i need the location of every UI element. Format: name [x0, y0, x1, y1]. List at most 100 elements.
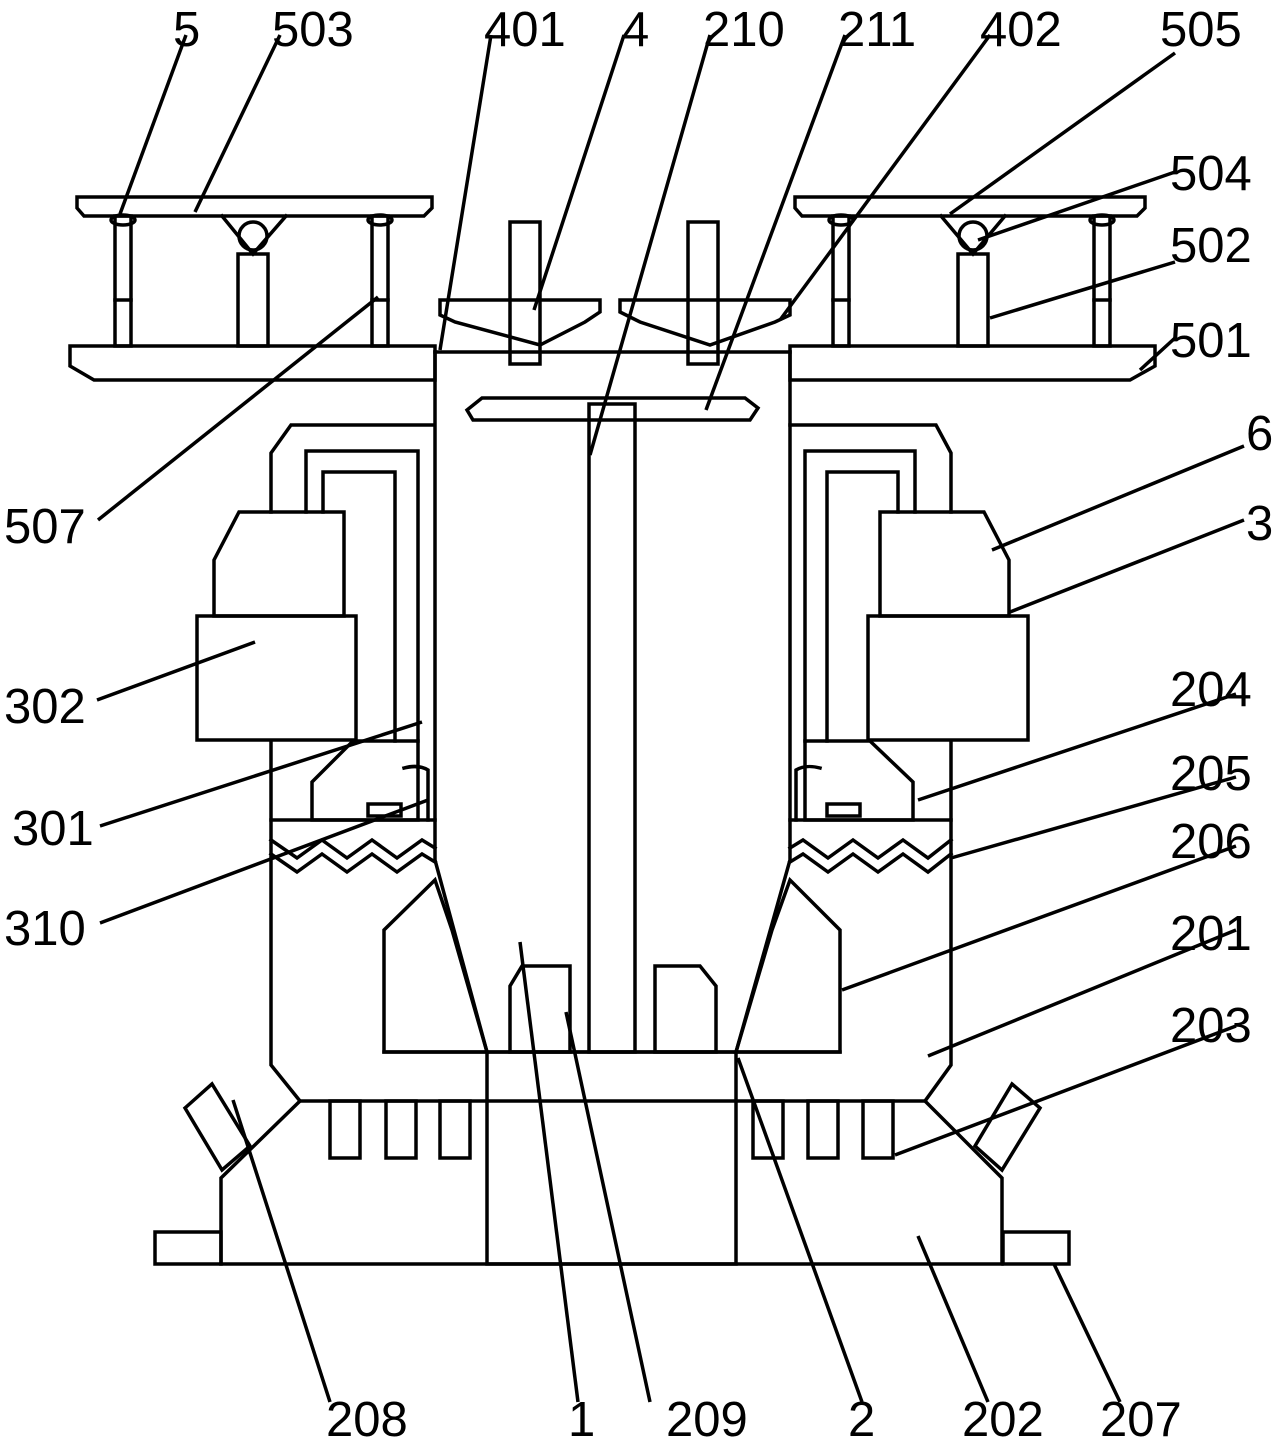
label-204: 204	[1170, 663, 1252, 717]
main-tube	[382, 350, 842, 1055]
motor-body-left	[195, 614, 358, 742]
label-501: 501	[1170, 314, 1252, 368]
leader-503	[193, 34, 282, 213]
shelf-right	[793, 195, 1147, 218]
post-cap	[366, 213, 394, 227]
vent-slot	[438, 1099, 472, 1160]
leader-505	[948, 51, 1177, 216]
label-302: 302	[4, 680, 86, 734]
leader-4	[532, 34, 626, 311]
hinge-right	[938, 213, 1008, 257]
leader-lines	[96, 33, 1245, 1403]
leader-203	[894, 1024, 1237, 1157]
duct-left-outer	[269, 423, 435, 514]
leader-5	[118, 34, 188, 215]
leader-201	[927, 928, 1237, 1058]
tube-right-wall	[733, 350, 792, 1055]
bracket-left-pad	[366, 802, 403, 818]
label-209: 209	[666, 1393, 748, 1445]
shelf-left	[75, 195, 434, 218]
label-504: 504	[1170, 147, 1252, 201]
post-cap	[1088, 213, 1116, 227]
leader-504	[977, 170, 1176, 242]
motor-body-right	[866, 614, 1030, 742]
leader-402	[778, 33, 992, 322]
housing-right-wall	[922, 739, 953, 1104]
clip-right	[794, 764, 823, 822]
duct-right-outer	[788, 423, 953, 514]
inner-foot-right	[653, 964, 718, 1054]
post	[370, 214, 390, 348]
label-4: 4	[622, 3, 649, 57]
pivot-wheel-left	[237, 220, 269, 252]
bellows-right-bottom	[787, 851, 954, 875]
reference-labels: 5 503 401 4 210 211 402 505 504 502 501 …	[4, 3, 1273, 1445]
bellows-left-top	[268, 837, 438, 861]
outer-housing	[269, 423, 953, 1104]
motor-head-right	[878, 510, 1011, 618]
leader-310	[99, 798, 429, 925]
post	[113, 214, 133, 348]
leader-208	[231, 1099, 332, 1403]
pivot-wheel-right	[957, 220, 989, 252]
label-2: 2	[848, 1393, 875, 1445]
bracket-right-pad	[825, 802, 862, 818]
bellows-right-top	[787, 837, 954, 861]
motor-head-left	[212, 510, 346, 618]
leader-3	[1009, 518, 1245, 614]
motor-left	[195, 510, 358, 742]
label-201: 201	[1170, 907, 1252, 961]
label-207: 207	[1100, 1393, 1182, 1445]
vent-slot	[861, 1099, 895, 1160]
leader-205	[950, 775, 1237, 860]
hopper-left	[382, 876, 490, 1054]
leader-210	[588, 34, 712, 456]
post	[236, 252, 270, 348]
post-cap	[109, 213, 137, 227]
label-502: 502	[1170, 219, 1252, 273]
central-shaft	[587, 402, 637, 1054]
clamp-post-right	[686, 220, 720, 366]
nozzle-right	[972, 1081, 1043, 1173]
label-505: 505	[1160, 3, 1242, 57]
bracket-right	[803, 739, 915, 822]
leader-6	[991, 444, 1245, 552]
label-208: 208	[326, 1393, 408, 1445]
bellows-left-bottom	[268, 851, 438, 875]
motor-right	[866, 510, 1030, 742]
top-clamps	[438, 220, 792, 366]
center-column	[485, 1050, 738, 1266]
clamp-plate-right	[618, 298, 792, 347]
label-5: 5	[173, 3, 200, 57]
duct-right-inner	[803, 449, 917, 743]
leader-204	[917, 692, 1237, 802]
vent-slot	[806, 1099, 840, 1160]
leader-209	[564, 1011, 652, 1403]
label-401: 401	[484, 3, 566, 57]
label-6: 6	[1246, 407, 1273, 461]
top-plate	[464, 396, 761, 422]
inner-foot-left	[508, 964, 572, 1054]
leader-207	[1052, 1263, 1122, 1403]
label-310: 310	[4, 902, 86, 956]
base-outline	[219, 1099, 1004, 1266]
leader-1	[518, 941, 580, 1403]
label-211: 211	[838, 3, 916, 57]
leader-501	[1138, 336, 1177, 372]
vent-slot	[328, 1099, 362, 1160]
label-210: 210	[703, 3, 785, 57]
leader-301	[99, 720, 423, 828]
platform-right	[788, 344, 1157, 382]
leader-202	[916, 1235, 990, 1403]
foot-left	[153, 1230, 223, 1266]
label-402: 402	[980, 3, 1062, 57]
leader-507	[96, 295, 380, 522]
leader-401	[438, 34, 493, 351]
label-503: 503	[272, 3, 354, 57]
hinge-left	[219, 213, 289, 257]
leader-2	[736, 1057, 864, 1403]
duct-right-core	[825, 470, 900, 743]
duct-left-core	[321, 470, 397, 743]
